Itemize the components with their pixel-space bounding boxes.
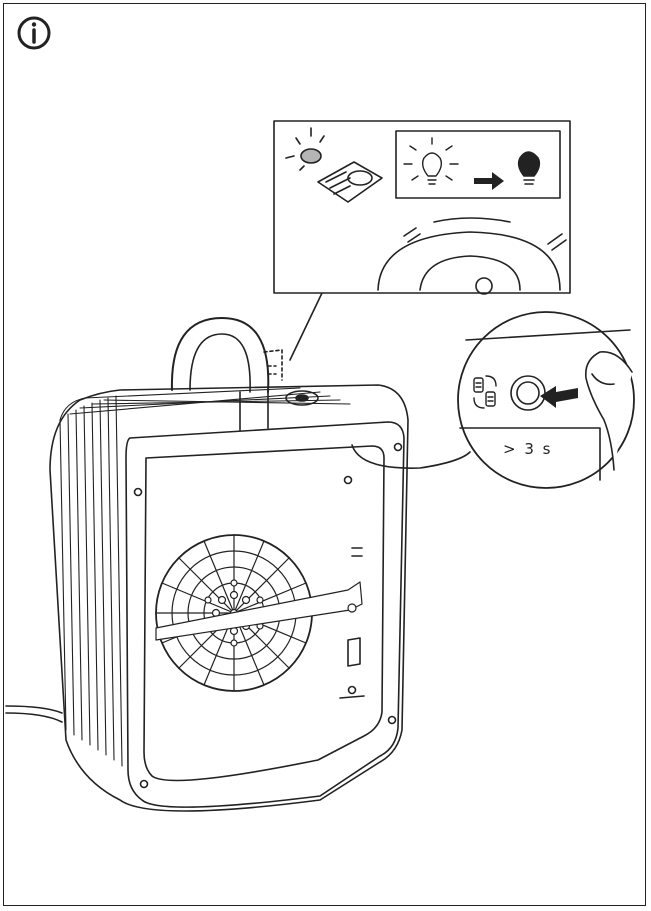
hold-duration-label: > 3 s (503, 440, 553, 458)
leader-line (289, 292, 323, 361)
top-button (263, 349, 319, 406)
lightbulb-off-icon (517, 151, 541, 185)
fan-grill (155, 534, 363, 692)
carry-handle (170, 317, 270, 431)
press-arrow-icon (540, 386, 578, 408)
arrow-right-icon (474, 172, 504, 190)
power-cord (5, 705, 63, 723)
filter-reset-icon (473, 375, 497, 409)
lightbulb-on-icon (403, 137, 459, 185)
page-border (3, 3, 646, 906)
detail-callout (351, 311, 635, 489)
info-icon (17, 16, 51, 50)
light-change-box (395, 130, 561, 199)
